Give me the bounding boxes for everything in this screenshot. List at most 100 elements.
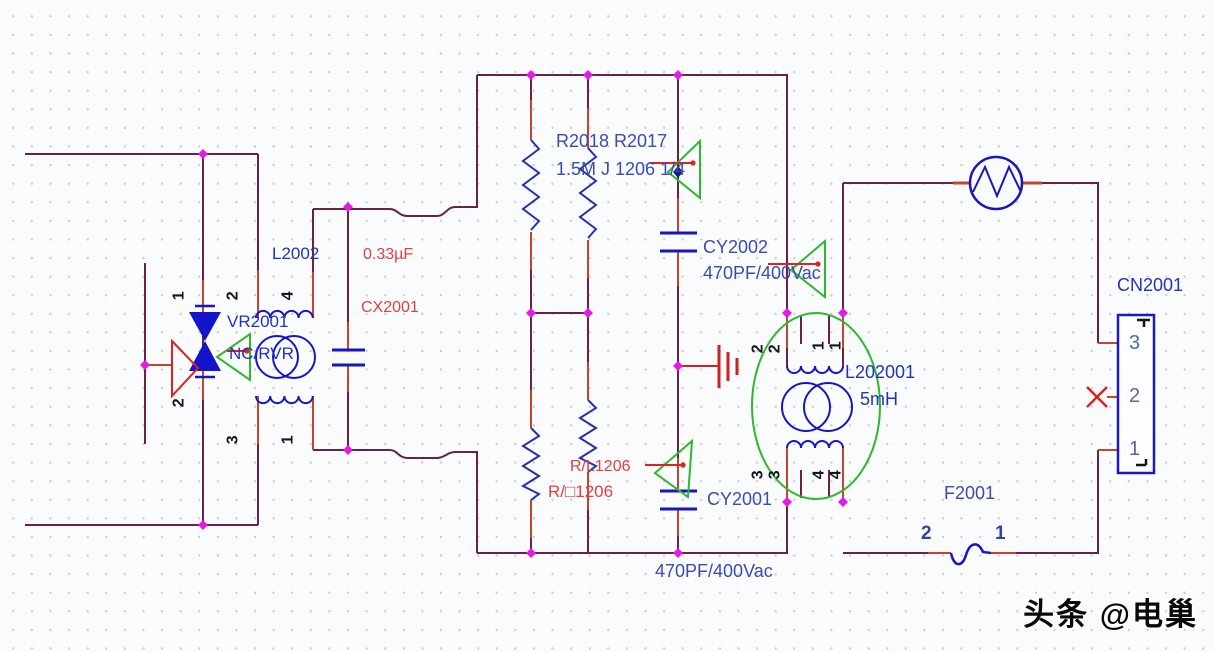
r-divider-value-label: 1.5M J 1206 1/4 xyxy=(556,159,686,179)
thermistor xyxy=(968,155,1024,211)
capacitor-cy2001 xyxy=(660,489,697,511)
cn2001-pin3-label: 3 xyxy=(1129,332,1141,354)
connector-cn2001 xyxy=(1086,313,1156,475)
net-markers xyxy=(171,138,826,499)
cn2001-corner-glyphs xyxy=(1136,318,1150,467)
resistor-r2017 xyxy=(578,147,598,239)
varistor-top-triangle xyxy=(189,312,221,341)
l2002-pin3-label: 3 xyxy=(224,435,242,445)
top-bus-wire xyxy=(477,74,788,313)
junction-dot xyxy=(673,548,683,558)
capacitor-cx2001 xyxy=(332,348,365,367)
vr2001-ref-label: VR2001 xyxy=(227,312,289,331)
resistor-lower-right xyxy=(577,399,598,473)
green-marker-cy2001 xyxy=(653,438,694,499)
junction-dot xyxy=(198,149,208,159)
l2001-pin2-label: 2 xyxy=(749,344,767,354)
bottom-bus-wire xyxy=(477,502,788,554)
junction-dot xyxy=(140,360,150,370)
fuse-f2001-symbol xyxy=(949,543,992,566)
thermistor-zigzag xyxy=(972,164,1022,199)
l2001-stubs xyxy=(786,316,844,502)
f2001-ref-label: F2001 xyxy=(944,483,996,503)
green-marker-cy2001-dot xyxy=(680,462,686,468)
junction-dot xyxy=(343,202,353,212)
l2001-core-circle-2 xyxy=(803,382,853,432)
resistors xyxy=(520,139,598,501)
cn-stubs xyxy=(1098,342,1118,451)
vr2001-value-label: NC/RVR xyxy=(229,344,294,363)
cy2001-ref-label: CY2001 xyxy=(707,489,773,509)
input-wires xyxy=(25,153,259,526)
junction-dot xyxy=(526,548,536,558)
r-lower-right-label: R/□1206 xyxy=(548,482,614,501)
watermark-text: 头条 @电巢 xyxy=(1023,597,1198,632)
choke-top-link-wire xyxy=(312,75,478,272)
junction-dot xyxy=(782,497,792,507)
right-top-wire xyxy=(786,182,1099,366)
l2001-bracket-artifacts xyxy=(800,316,830,498)
l2002-ref-label: L2002 xyxy=(272,244,320,263)
l2001-pin3-label: 3 xyxy=(749,470,767,480)
l2002-pin2-label: 2 xyxy=(224,291,242,301)
junction-dot xyxy=(343,445,353,455)
varistor-ticks xyxy=(195,304,215,379)
choke-l2002 xyxy=(255,309,316,405)
junction-dot xyxy=(838,497,848,507)
resistor-r2018 xyxy=(521,139,541,231)
cx2001-ref-label: CX2001 xyxy=(361,299,419,316)
cn2001-pin2-label: 2 xyxy=(1129,385,1141,407)
l2002-pin4-label: 4 xyxy=(279,291,297,301)
green-marker-top-diamond xyxy=(673,166,683,178)
vr2001-pin2-label: 2 xyxy=(170,398,188,408)
l2001-pin1-label-ghost: 1 xyxy=(827,341,845,351)
varistor-bottom-triangle xyxy=(189,341,221,371)
green-marker-vr-dot xyxy=(244,348,250,354)
cn2001-ref-label: CN2001 xyxy=(1117,275,1184,295)
resistor-columns-wire xyxy=(530,75,589,553)
green-marker-cy2002 xyxy=(789,238,826,300)
cx2001-value-label: 0.33µF xyxy=(363,246,414,263)
green-marker-vr xyxy=(215,332,251,382)
right-bottom-wire xyxy=(843,450,1099,554)
junction-dot xyxy=(838,308,848,318)
l2001-pin4-label: 4 xyxy=(810,470,828,480)
cy2001-value-label: 470PF/400Vac xyxy=(655,561,773,581)
l2002-pin1-label: 1 xyxy=(279,435,297,445)
ground-bars xyxy=(717,345,739,388)
l2001-value-label: 5mH xyxy=(860,389,899,409)
vr2001-pin1-label: 1 xyxy=(170,291,188,301)
l2001-pin4-label-ghost: 4 xyxy=(827,470,845,480)
green-marker-cy2002-dot xyxy=(815,261,821,267)
junction-dot xyxy=(782,308,792,318)
l2001-pin2-label-ghost: 2 xyxy=(766,344,784,354)
l2001-bottom-winding xyxy=(786,440,844,449)
l2002-top-winding xyxy=(255,309,314,319)
junction-dot xyxy=(526,308,536,318)
junction-dot xyxy=(526,70,536,80)
choke-l2001 xyxy=(751,312,881,500)
junction-dot xyxy=(673,70,683,80)
l2001-pin3-label-ghost: 3 xyxy=(766,470,784,480)
junction-dot xyxy=(198,520,208,530)
l2002-bottom-winding xyxy=(255,395,314,405)
cn2001-body xyxy=(1116,313,1156,475)
junction-dot xyxy=(583,308,593,318)
resistor-lower-left xyxy=(520,427,541,501)
choke-bottom-link-wire xyxy=(313,449,478,553)
junction-dot xyxy=(583,70,593,80)
green-marker-top xyxy=(666,138,701,201)
l2001-highlight-ellipse xyxy=(751,312,881,500)
l2002-core-circle-1 xyxy=(255,335,299,379)
l2001-top-winding xyxy=(786,365,844,374)
green-marker-top-dot xyxy=(690,160,696,166)
f2001-pin2-label: 2 xyxy=(921,523,932,544)
capacitors xyxy=(332,231,697,511)
varistor-vr2001 xyxy=(189,304,221,379)
r-lower-left-label: R/L1206 xyxy=(570,458,631,475)
cy2002-ref-label: CY2002 xyxy=(703,237,769,257)
l2002-core-circle-2 xyxy=(272,335,316,379)
r-divider-refs-label: R2018 R2017 xyxy=(556,131,668,151)
